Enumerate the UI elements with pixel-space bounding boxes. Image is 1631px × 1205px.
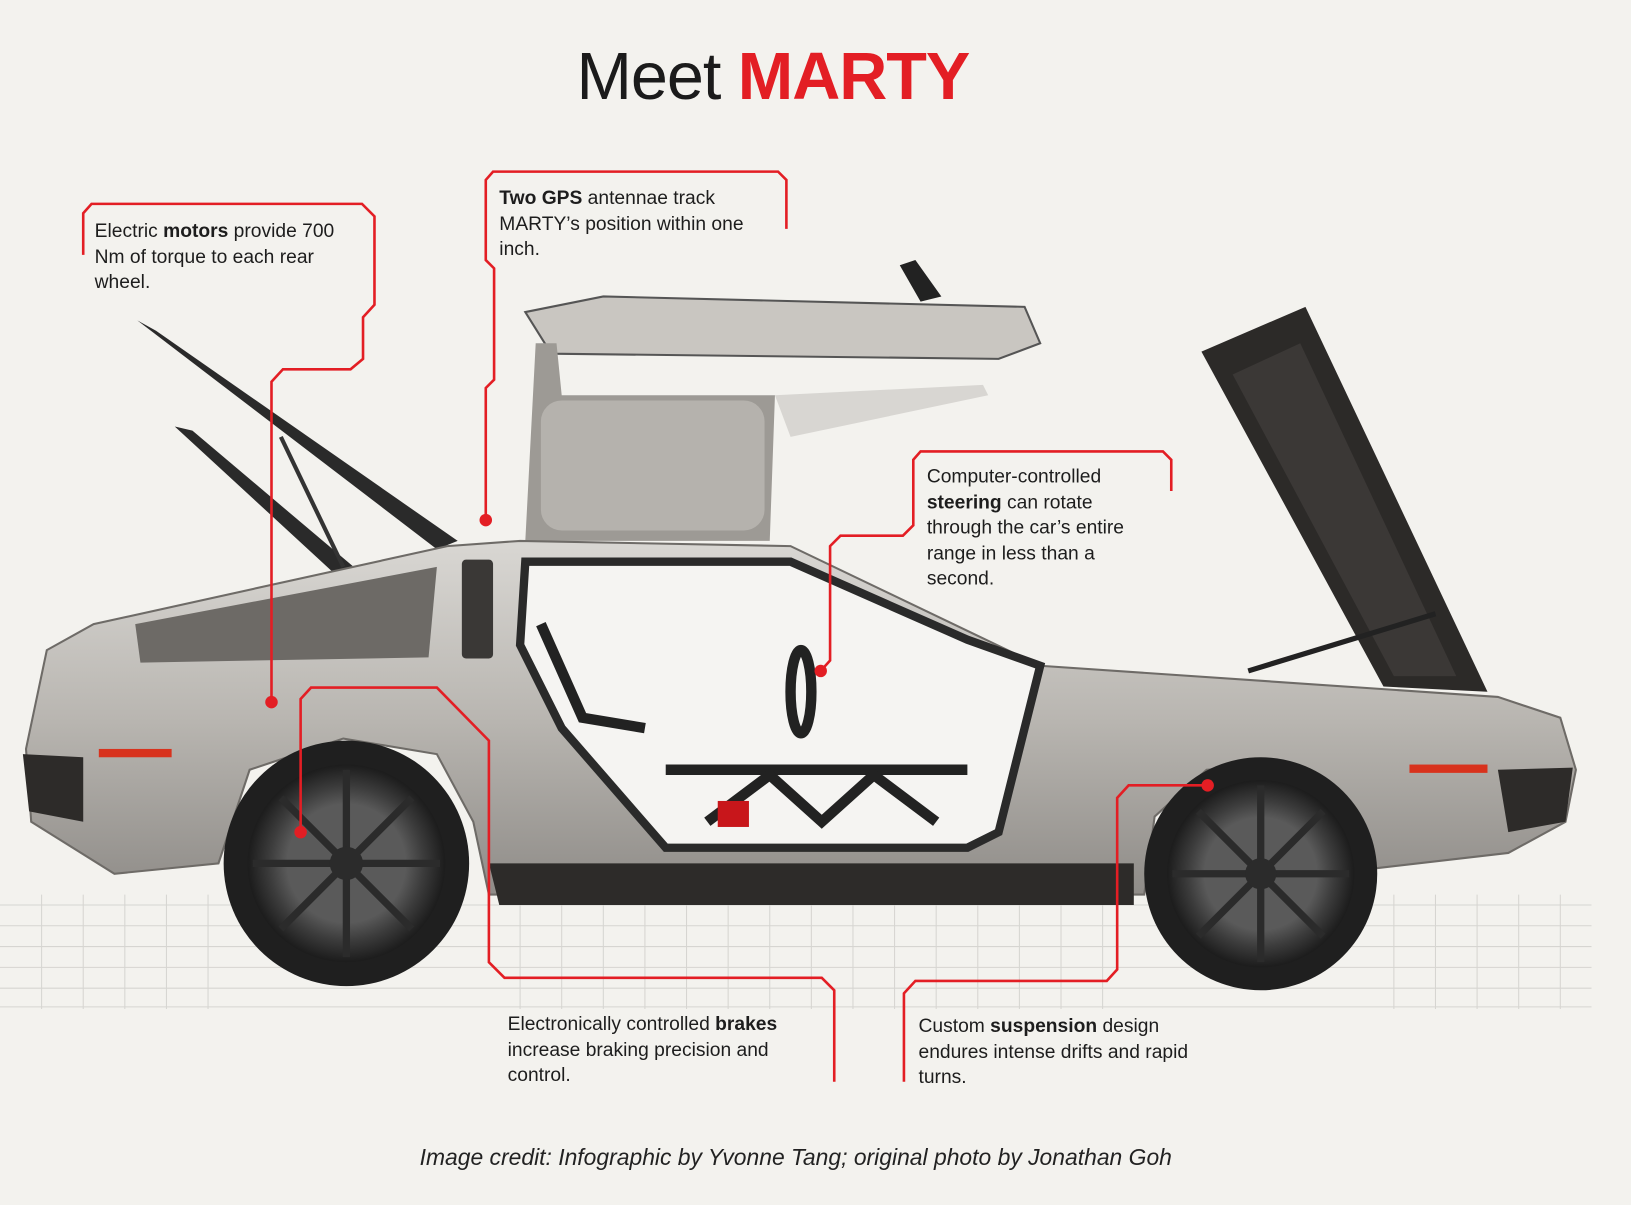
brakes-dot xyxy=(294,825,307,839)
rear-wheel xyxy=(223,740,470,987)
motors-leader xyxy=(81,202,376,703)
suspension-dot xyxy=(1201,779,1214,792)
title-name: MARTY xyxy=(737,38,971,114)
gps-leader xyxy=(484,170,788,521)
side-vent xyxy=(461,559,494,659)
callout-steering: Computer-controlled steering can rotate … xyxy=(926,464,1125,589)
hood-open xyxy=(1201,306,1488,692)
brakes-leader xyxy=(299,686,836,1082)
title-prefix: Meet xyxy=(576,38,721,114)
front-wheel xyxy=(1144,757,1378,991)
door-opening xyxy=(515,557,1046,852)
gullwing-door xyxy=(523,260,1042,541)
rear-window xyxy=(135,566,437,663)
gps-dot xyxy=(479,513,493,527)
steering-leader xyxy=(819,450,1173,672)
rear-louver-open xyxy=(137,320,458,573)
callout-gps: Two GPS antennae track MARTY’s position … xyxy=(499,186,744,260)
interior xyxy=(536,622,968,829)
callout-dots xyxy=(265,513,1214,839)
callout-lines xyxy=(81,170,1208,1082)
rocker-panel xyxy=(488,863,1134,905)
callout-motors: Electric motors provide 700 Nm of torque… xyxy=(94,219,335,293)
callout-suspension: Custom suspension design endures intense… xyxy=(918,1014,1189,1088)
steering-dot xyxy=(814,664,827,678)
motors-dot xyxy=(265,695,278,709)
page-title: Meet MARTY xyxy=(0,37,1546,114)
image-credit: Image credit: Infographic by Yvonne Tang… xyxy=(419,1144,1172,1171)
callout-brakes: Electronically controlled brakes increas… xyxy=(507,1012,778,1085)
suspension-leader xyxy=(902,784,1208,1082)
